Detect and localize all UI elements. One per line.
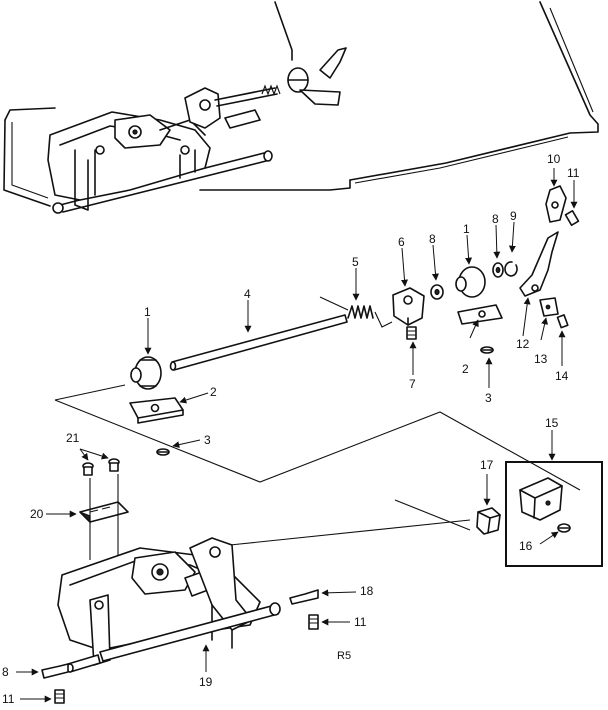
leader-lines — [16, 168, 578, 703]
screw-right — [480, 346, 494, 354]
page-code: R5 — [337, 650, 351, 662]
lever-12 — [519, 231, 559, 297]
callout-2-right: 2 — [462, 362, 469, 376]
washer-8a — [430, 284, 444, 300]
callout-1-left: 1 — [144, 305, 151, 319]
screw-11-bottom — [54, 689, 65, 704]
pin-8-bottom — [41, 663, 69, 679]
screw-11-mid — [308, 614, 319, 630]
pin-18 — [289, 589, 319, 605]
cam-10 — [545, 185, 567, 223]
callout-18: 18 — [360, 584, 374, 598]
bushing-right — [455, 266, 486, 298]
retaining-ring-9 — [504, 261, 518, 277]
top-base-panel — [3, 1, 599, 207]
callout-6: 6 — [398, 235, 405, 249]
callout-8-right: 8 — [492, 212, 499, 226]
callout-8-mid: 8 — [429, 232, 436, 246]
callout-14: 14 — [555, 369, 569, 383]
callout-16: 16 — [519, 539, 533, 553]
callout-1-right: 1 — [463, 222, 470, 236]
callout-labels: 1 2 3 4 5 6 7 8 1 8 9 2 3 10 11 12 13 14… — [2, 152, 580, 706]
callout-11-bottom: 11 — [2, 692, 15, 706]
mounting-plate-left — [129, 397, 184, 424]
bracket-20 — [79, 501, 129, 524]
callout-2-left: 2 — [210, 385, 217, 399]
callout-15: 15 — [545, 416, 559, 430]
callout-17: 17 — [480, 458, 494, 472]
callout-8-bottom: 8 — [2, 665, 9, 679]
callout-21: 21 — [66, 431, 80, 445]
washer-8b — [492, 262, 504, 278]
callout-5: 5 — [352, 255, 359, 269]
callout-10: 10 — [547, 152, 561, 166]
plate-13 — [539, 297, 559, 317]
assembly-outline-plane — [54, 384, 581, 531]
top-hook-base-assembly — [47, 47, 347, 214]
callout-11-mid: 11 — [354, 615, 367, 629]
callout-3-right: 3 — [485, 391, 492, 405]
screws-21 — [82, 458, 120, 476]
inset-box-15 — [505, 461, 603, 567]
callout-7: 7 — [409, 377, 416, 391]
spring — [319, 296, 393, 328]
bushing-left — [130, 356, 162, 390]
callout-11-top: 11 — [567, 166, 580, 180]
pin-14 — [556, 314, 569, 329]
hook-base-housing — [57, 537, 281, 673]
bottom-guide-lines — [89, 474, 471, 560]
callout-13: 13 — [534, 352, 548, 366]
callout-4: 4 — [244, 287, 251, 301]
bracket — [392, 287, 425, 326]
mounting-plate-right — [457, 304, 503, 325]
shaft — [169, 314, 348, 371]
screw-7 — [406, 326, 417, 340]
block-17 — [476, 507, 501, 535]
callout-20: 20 — [30, 507, 44, 521]
screw-11-top — [564, 210, 580, 226]
callout-19: 19 — [199, 675, 213, 689]
screw-left — [156, 448, 170, 456]
callout-3-left: 3 — [204, 433, 211, 447]
callout-9: 9 — [510, 209, 517, 223]
callout-12: 12 — [516, 337, 530, 351]
